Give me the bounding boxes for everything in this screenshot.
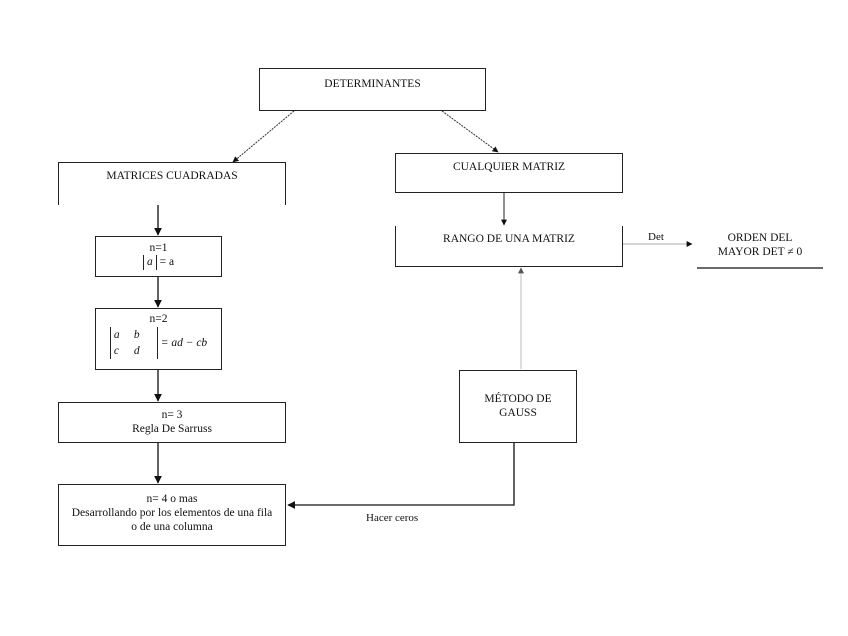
node-determinantes-label: DETERMINANTES (324, 78, 421, 90)
node-gauss-line1: MÉTODO DE (484, 393, 552, 405)
node-cualquier-matriz: CUALQUIER MATRIZ (395, 153, 623, 193)
edge-root-square (232, 110, 295, 163)
edge-gauss-n4 (287, 443, 515, 509)
edge-label-hacer-ceros: Hacer ceros (366, 512, 419, 524)
node-n4-line2: o de una columna (131, 521, 213, 533)
node-gauss-line2: GAUSS (499, 407, 537, 419)
n2-formula-rhs: = ad − cb (160, 337, 208, 349)
edge-label-det: Det (648, 231, 664, 243)
node-n3: n= 3 Regla De Sarruss (58, 402, 286, 443)
node-n2: n=2 a b c d = ad − cb (95, 308, 222, 370)
node-n4-line1: Desarrollando por los elementos de una f… (71, 507, 273, 519)
node-cualquier-matriz-label: CUALQUIER MATRIZ (452, 161, 566, 173)
node-orden-mayor-det: ORDEN DEL MAYOR DET ≠ 0 (697, 231, 823, 267)
m21: c (113, 345, 119, 357)
node-n1-formula: a = a (96, 255, 221, 270)
node-metodo-gauss: MÉTODO DE GAUSS (459, 370, 577, 443)
node-orden-line2: MAYOR DET ≠ 0 (717, 246, 803, 258)
node-n1: n=1 a = a (95, 236, 222, 277)
m11: a (113, 329, 120, 341)
node-rango-matriz: RANGO DE UNA MATRIZ (395, 226, 623, 267)
m12: b (133, 329, 140, 341)
node-n3-title: n= 3 (161, 409, 183, 421)
edge-root-any (441, 110, 499, 153)
node-determinantes: DETERMINANTES (259, 68, 486, 111)
node-n4-title: n= 4 o mas (146, 493, 198, 505)
node-n3-subtitle: Regla De Sarruss (132, 423, 212, 435)
n1-determinant: a (142, 255, 157, 270)
node-matrices-cuadradas: MATRICES CUADRADAS (58, 162, 286, 205)
node-rango-matriz-label: RANGO DE UNA MATRIZ (443, 233, 575, 245)
node-n1-title: n=1 (149, 242, 168, 254)
node-n2-formula: a b c d = ad − cb (96, 327, 221, 359)
node-matrices-cuadradas-label: MATRICES CUADRADAS (106, 170, 238, 182)
n1-formula-rhs: = a (159, 256, 175, 269)
node-n4: n= 4 o mas Desarrollando por los element… (58, 484, 286, 546)
n2-determinant-matrix: a b c d (109, 327, 158, 359)
node-n2-title: n=2 (149, 313, 168, 325)
node-orden-line1: ORDEN DEL (727, 232, 793, 244)
m22: d (133, 345, 140, 357)
